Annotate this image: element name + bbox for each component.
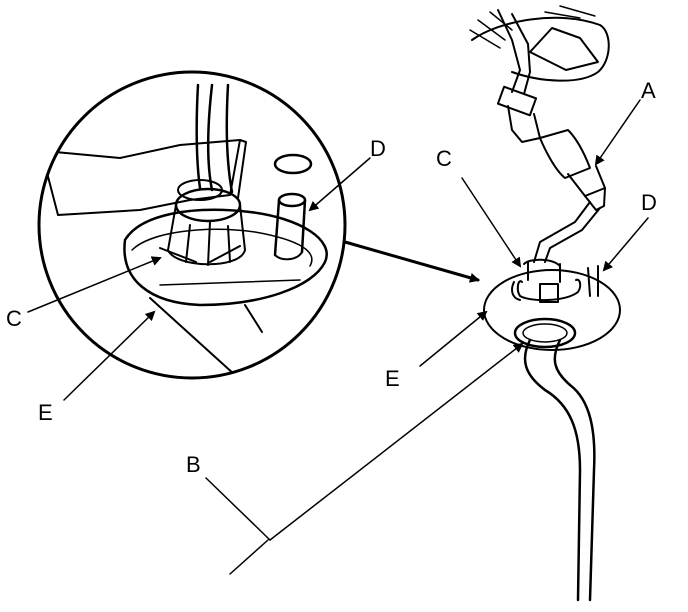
- leader-e-detail: [63, 310, 156, 401]
- callout-a: A: [641, 78, 656, 103]
- callout-e-main: E: [385, 366, 400, 391]
- leader-d-main: [602, 217, 649, 272]
- leader-lines: [27, 99, 649, 575]
- callout-d-main: D: [641, 190, 657, 215]
- leader-c-detail: [27, 256, 162, 313]
- fuel-line: [533, 201, 601, 263]
- top-fitting: [469, 5, 610, 95]
- leader-d-detail: [308, 157, 371, 212]
- fuel-line-connector: [496, 85, 606, 211]
- callout-c-main: C: [436, 146, 452, 171]
- detail-arrow: [343, 240, 480, 283]
- main-view: [469, 5, 621, 602]
- callout-c-detail: C: [6, 306, 22, 331]
- callout-d-detail: D: [370, 136, 386, 161]
- callout-e-detail: E: [38, 400, 53, 425]
- leader-c-main: [461, 177, 522, 268]
- leader-a: [594, 99, 641, 166]
- leader-b-tick: [205, 477, 271, 541]
- leader-b-tail: [229, 539, 269, 575]
- leader-b: [269, 342, 524, 541]
- callout-b: B: [186, 452, 201, 477]
- leader-e-main: [419, 310, 488, 367]
- fuel-hose: [523, 338, 596, 602]
- detail-circle: [37, 70, 347, 380]
- detail-view: [37, 70, 347, 380]
- callout-labels: A B C C D D E E: [6, 78, 657, 477]
- grommet-plate: [483, 258, 621, 351]
